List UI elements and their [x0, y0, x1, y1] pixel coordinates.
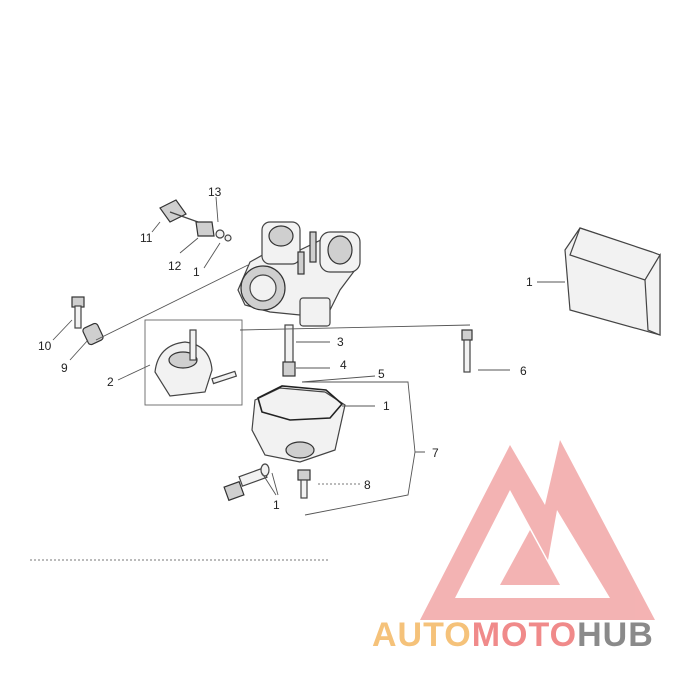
watermark-auto: AUTO	[372, 616, 472, 654]
callout-1-jet: 1	[193, 265, 200, 279]
callout-7: 7	[432, 446, 439, 460]
callout-11: 11	[140, 231, 153, 245]
screw-8	[297, 469, 311, 499]
callout-1-drain: 1	[273, 498, 280, 512]
screw-6	[461, 329, 473, 373]
idle-screw-assembly	[159, 199, 232, 242]
callout-6: 6	[520, 364, 527, 378]
leader-lines	[30, 196, 565, 561]
callout-labels: 1 11 12 1 13 10 9 2 3 4 5 1 6 7 8 1	[38, 185, 533, 512]
callout-8: 8	[364, 478, 371, 492]
carburetor-body	[237, 221, 361, 327]
throttle-valve-box	[144, 319, 243, 406]
parts-bag	[564, 227, 661, 336]
callout-4: 4	[340, 358, 347, 372]
watermark-moto: MOTO	[472, 616, 577, 654]
callout-13: 13	[208, 185, 222, 199]
watermark-logo	[420, 440, 655, 620]
float-bowl-gasket	[257, 385, 344, 421]
watermark-hub: HUB	[577, 616, 654, 654]
callout-9: 9	[61, 361, 68, 375]
watermark-text: AUTOMOTOHUB	[372, 616, 654, 654]
callout-1-bowl: 1	[383, 399, 390, 413]
float-bowl	[251, 385, 346, 463]
callout-12: 12	[168, 259, 182, 273]
drain-screw	[223, 463, 270, 502]
callout-1-bag: 1	[526, 275, 533, 289]
callout-5: 5	[378, 367, 385, 381]
callout-3: 3	[337, 335, 344, 349]
callout-10: 10	[38, 339, 52, 353]
jets	[282, 324, 296, 377]
watermark-triangle-core	[500, 530, 560, 585]
callout-2: 2	[107, 375, 114, 389]
